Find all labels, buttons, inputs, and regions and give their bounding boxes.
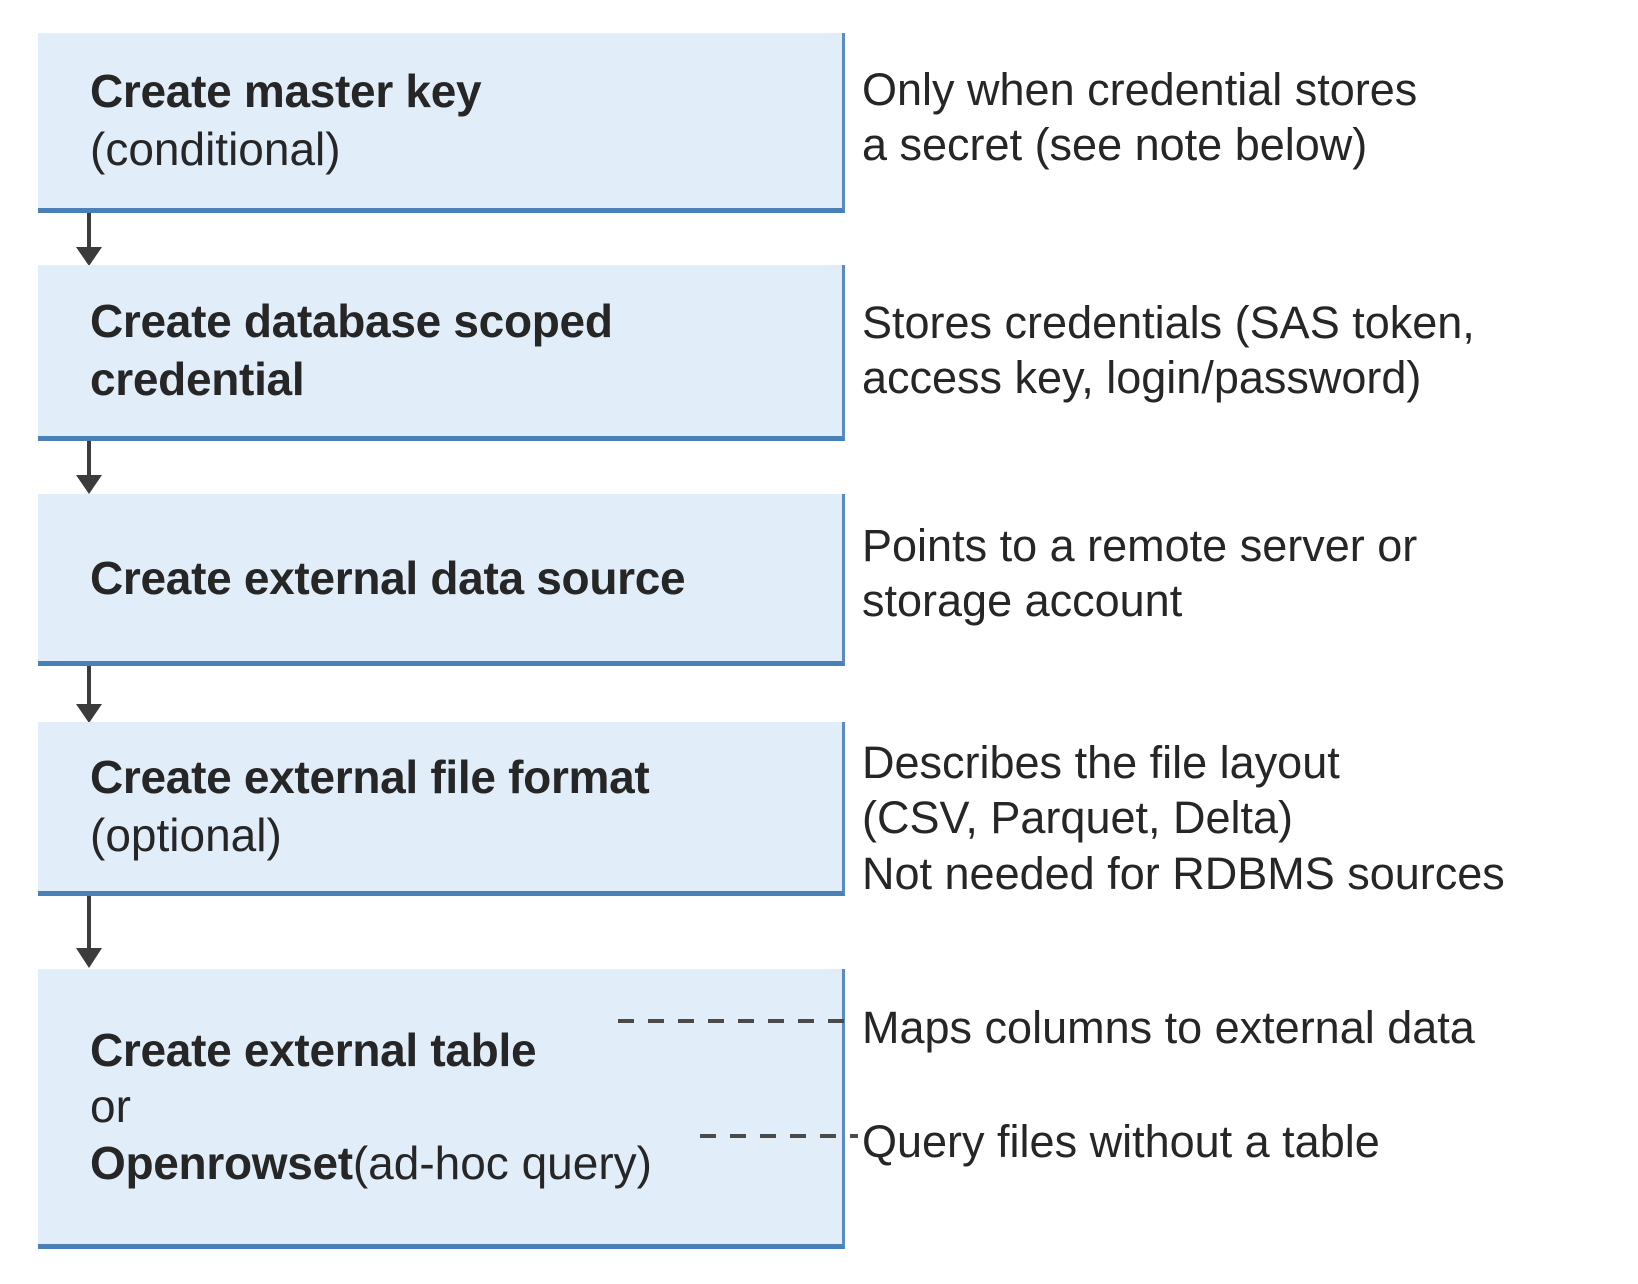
arrow-scoped-credential-to-data-source: [72, 441, 108, 495]
arrow-master-key-to-scoped-credential: [72, 213, 108, 267]
step-subtitle-master-key: (conditional): [90, 122, 341, 175]
dashed-leader-openrowset: [700, 1133, 858, 1138]
note-scoped-credential: Stores credentials (SAS token, access ke…: [862, 297, 1475, 404]
step-title-openrowset: Openrowset: [90, 1136, 353, 1189]
step-separator-or: or: [90, 1080, 131, 1133]
step-box-master-key[interactable]: Create master key (conditional): [38, 33, 845, 213]
step-box-external-table[interactable]: Create external table or Openrowset (ad-…: [38, 969, 845, 1249]
dashed-leader-external-table: [618, 1018, 858, 1023]
step-title-master-key: Create master key: [90, 64, 482, 117]
step-subtitle-file-format: (optional): [90, 808, 282, 861]
arrow-file-format-to-external-table: [72, 896, 108, 970]
note-openrowset: Query files without a table: [862, 1116, 1380, 1167]
note-external-table: Maps columns to external data: [862, 1002, 1475, 1053]
arrow-data-source-to-file-format: [72, 666, 108, 724]
step-title-data-source: Create external data source: [90, 551, 686, 604]
step-box-scoped-credential[interactable]: Create database scoped credential: [38, 265, 845, 441]
step-box-data-source[interactable]: Create external data source: [38, 494, 845, 666]
step-title-file-format: Create external file format: [90, 750, 650, 803]
step-suffix-openrowset: (ad-hoc query): [352, 1136, 652, 1189]
step-row-separator: or: [38, 1078, 842, 1134]
step-subtitle-scoped-credential: credential: [90, 352, 305, 405]
note-file-format: Describes the file layout (CSV, Parquet,…: [862, 737, 1505, 899]
step-row-openrowset: Openrowset (ad-hoc query): [38, 1135, 842, 1191]
note-master-key: Only when credential stores a secret (se…: [862, 64, 1418, 171]
step-title-scoped-credential: Create database scoped: [90, 294, 613, 347]
step-box-file-format[interactable]: Create external file format (optional): [38, 722, 845, 896]
step-title-external-table: Create external table: [90, 1024, 537, 1077]
note-data-source: Points to a remote server or storage acc…: [862, 520, 1418, 627]
step-row-external-table: Create external table: [38, 1022, 842, 1078]
